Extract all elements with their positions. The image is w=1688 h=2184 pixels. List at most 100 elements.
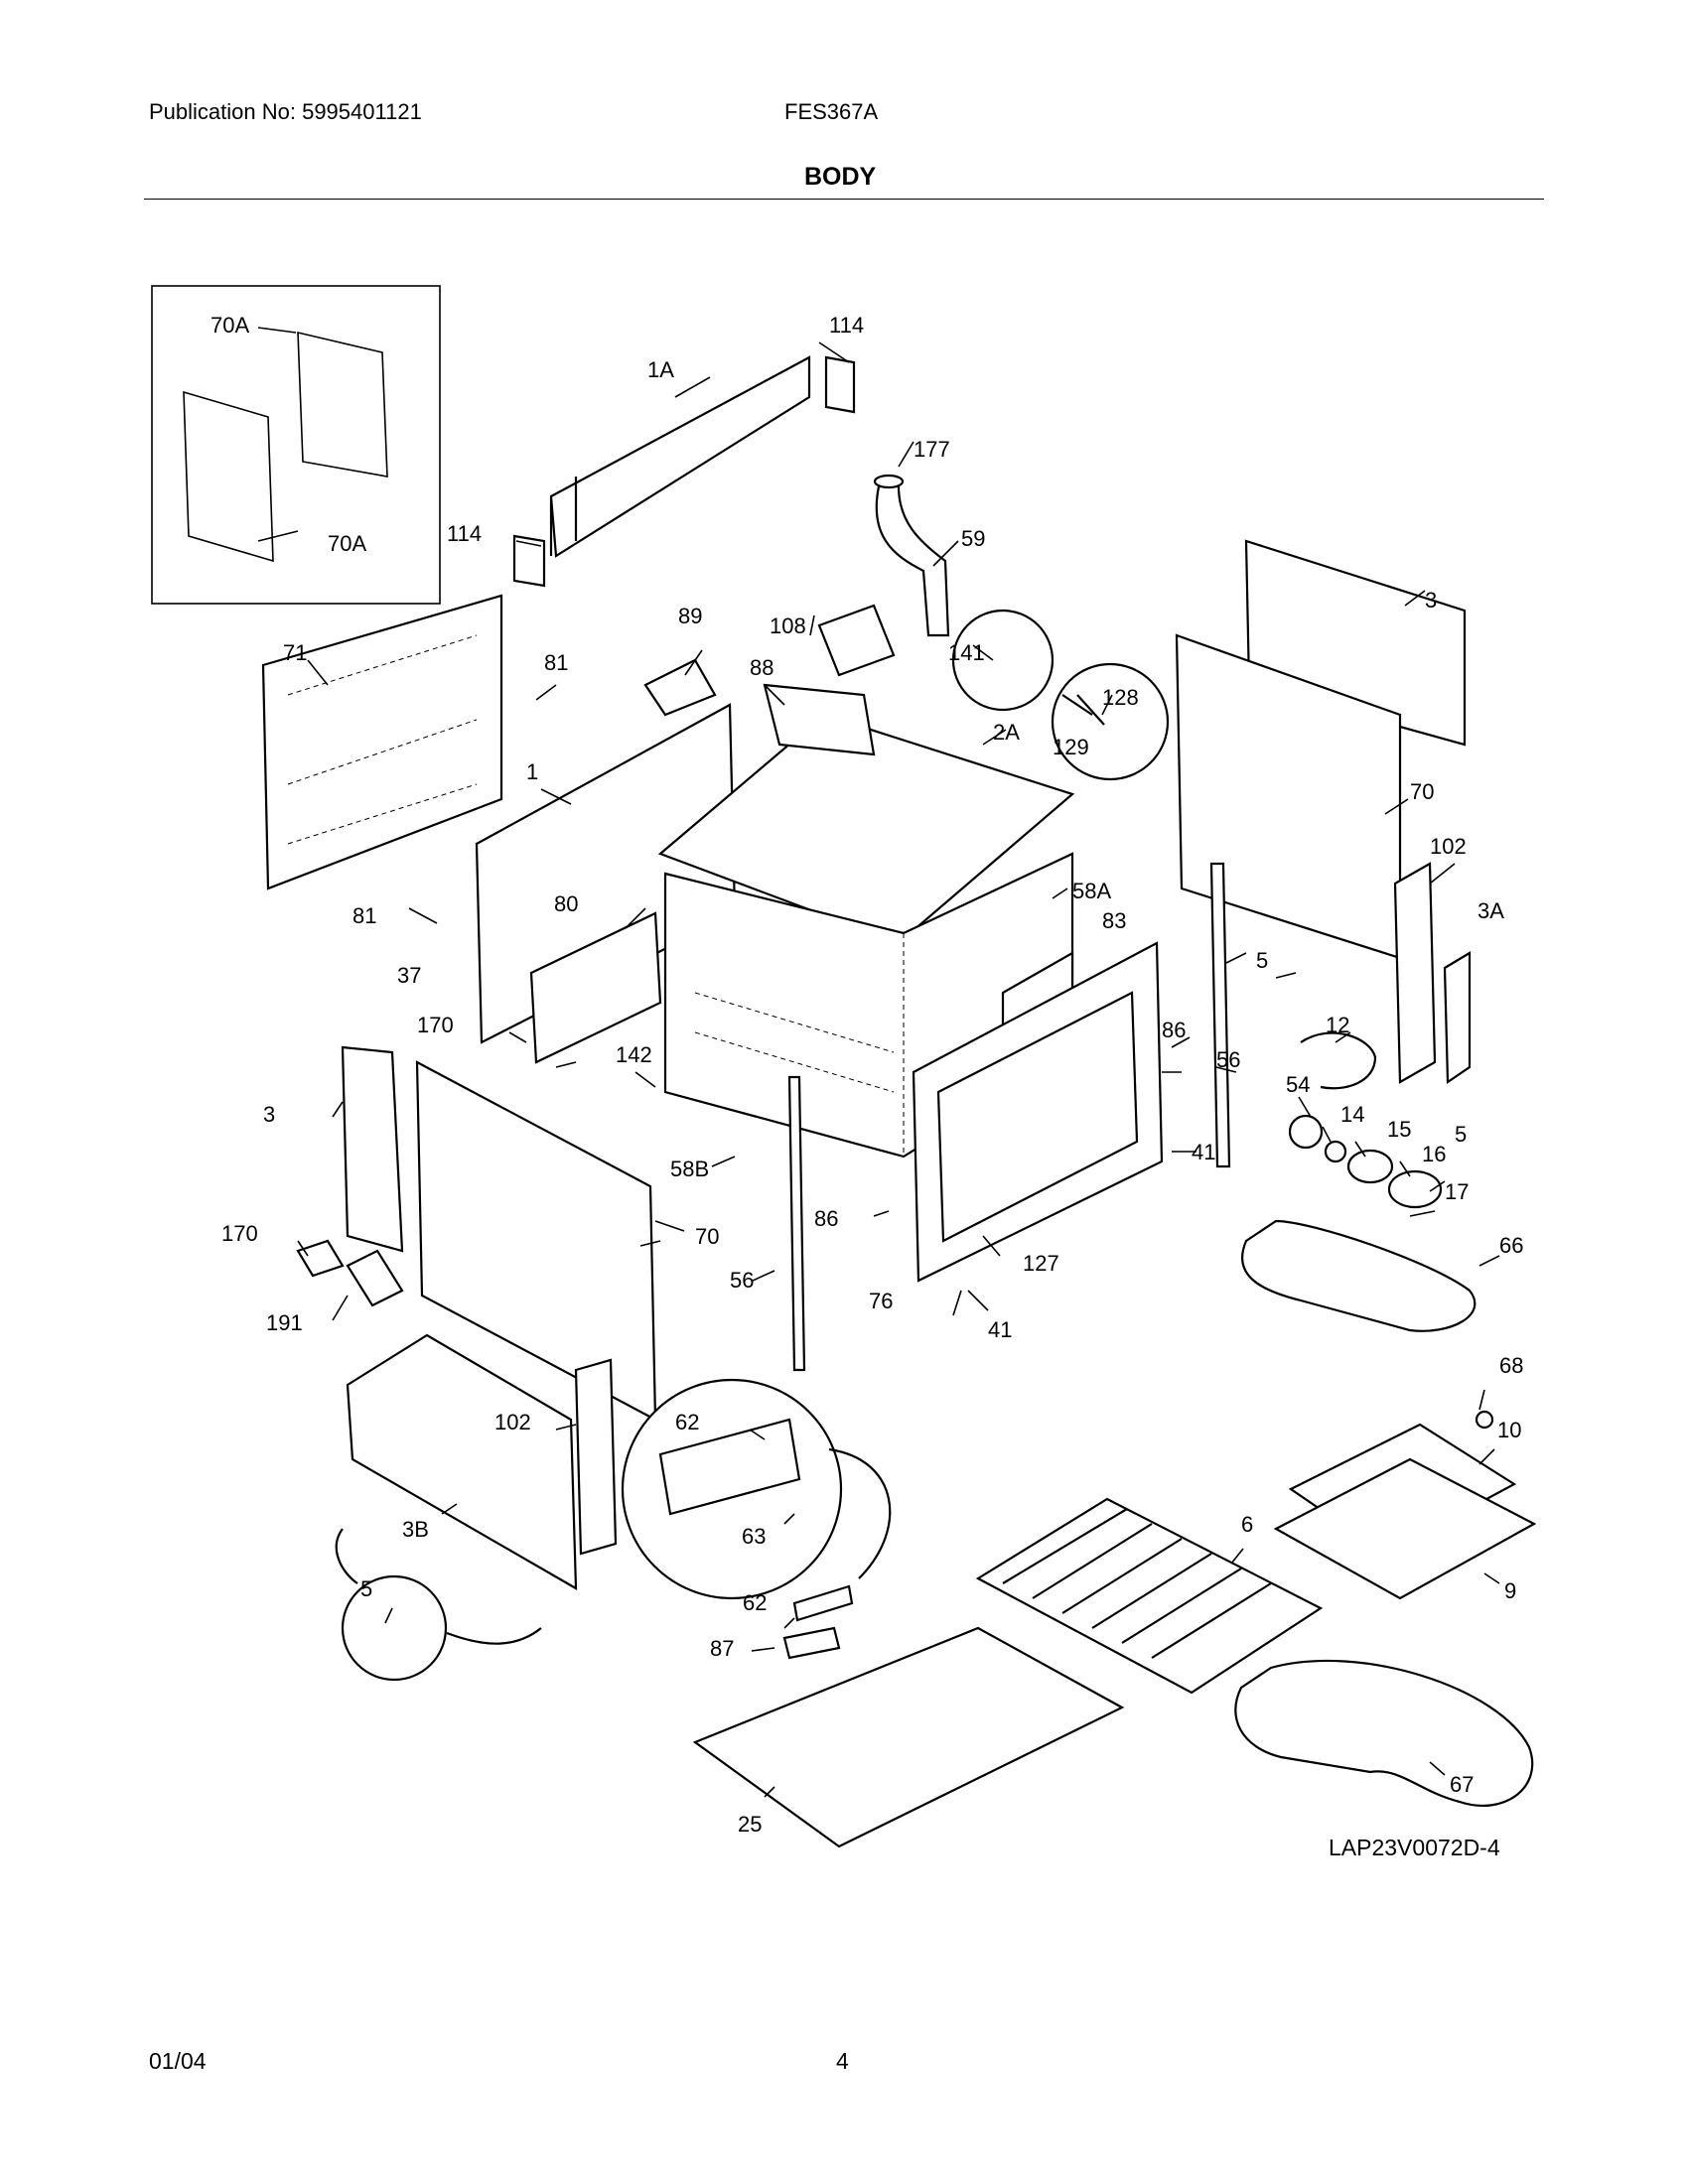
element-probe-nut bbox=[1475, 1410, 1494, 1430]
callout-label: 114 bbox=[829, 313, 864, 338]
callout-label: 2A bbox=[993, 720, 1020, 745]
callout-label: 102 bbox=[494, 1410, 531, 1434]
callout-label: 54 bbox=[1286, 1072, 1310, 1097]
light-bulb bbox=[1346, 1149, 1394, 1184]
callout-label: 1A bbox=[647, 357, 674, 382]
cooling-fan bbox=[817, 604, 896, 677]
bake-element bbox=[1234, 1659, 1534, 1808]
callout-label: 70 bbox=[695, 1224, 719, 1249]
callout-label: 16 bbox=[1422, 1142, 1446, 1166]
drawing-code: LAP23V0072D-4 bbox=[1329, 1835, 1500, 1860]
page-number: 4 bbox=[836, 2048, 849, 2074]
model-number: FES367A bbox=[784, 99, 879, 124]
callout-label: 129 bbox=[1053, 735, 1089, 759]
rear-trim bbox=[549, 355, 811, 558]
vent-tube bbox=[875, 484, 950, 637]
callout-label: 127 bbox=[1023, 1251, 1059, 1276]
trim-end-cap-upper bbox=[824, 355, 856, 414]
light-ring bbox=[1324, 1140, 1347, 1163]
callout-label: 68 bbox=[1499, 1353, 1523, 1378]
callout-label: 80 bbox=[554, 891, 578, 916]
callout-label: 86 bbox=[814, 1206, 838, 1231]
publication-number: Publication No: 5995401121 bbox=[149, 99, 422, 124]
callout-label: 70 bbox=[1410, 779, 1434, 804]
sensor-detail-circle bbox=[1051, 662, 1170, 781]
left-insulation-panel bbox=[261, 594, 503, 890]
callout-label: 62 bbox=[743, 1590, 767, 1615]
callout-label: 86 bbox=[1162, 1018, 1186, 1042]
top-insulation-piece bbox=[763, 683, 876, 756]
bracket-plate bbox=[782, 1626, 841, 1660]
lower-trim bbox=[529, 911, 662, 1064]
bracket-small bbox=[792, 1584, 854, 1622]
callout-label: 37 bbox=[397, 963, 421, 988]
vent-gasket bbox=[873, 474, 905, 489]
callout-label: 63 bbox=[742, 1524, 766, 1549]
callout-label: 5 bbox=[1256, 948, 1268, 973]
rear-bracket-small bbox=[1443, 951, 1472, 1085]
callout-label: 14 bbox=[1340, 1102, 1364, 1127]
leveler-detail-circle bbox=[341, 1574, 448, 1682]
rear-panel-left bbox=[341, 1045, 404, 1253]
callout-label: 108 bbox=[770, 614, 806, 638]
callout-label: 70A bbox=[328, 531, 366, 556]
callout-label: 3 bbox=[263, 1102, 275, 1127]
callout-label: 56 bbox=[1216, 1047, 1240, 1072]
callout-label: 58B bbox=[670, 1157, 709, 1181]
callout-label: 66 bbox=[1499, 1233, 1523, 1258]
callout-label: 81 bbox=[544, 650, 568, 675]
side-bracket-lower bbox=[574, 1358, 618, 1556]
callout-label: 71 bbox=[283, 640, 307, 665]
light-socket bbox=[1300, 1031, 1377, 1090]
inset-box bbox=[151, 285, 441, 605]
callout-label: 58A bbox=[1072, 879, 1111, 903]
callout-label: 89 bbox=[678, 604, 702, 628]
callout-label: 9 bbox=[1504, 1578, 1516, 1603]
callout-label: 141 bbox=[948, 640, 985, 665]
light-cover bbox=[1387, 1169, 1443, 1209]
callout-label: 12 bbox=[1326, 1013, 1349, 1037]
trim-end-cap-lower bbox=[512, 534, 546, 588]
footer-date: 01/04 bbox=[149, 2048, 207, 2074]
callout-label: 41 bbox=[1192, 1140, 1215, 1164]
callout-label: 15 bbox=[1387, 1117, 1411, 1142]
callout-label: 191 bbox=[266, 1310, 303, 1335]
callout-label: 70A bbox=[211, 313, 249, 338]
callout-label: 114 bbox=[447, 521, 482, 546]
callout-label: 3 bbox=[1425, 588, 1437, 613]
callout-label: 41 bbox=[988, 1317, 1012, 1342]
broil-element bbox=[1240, 1219, 1477, 1332]
callout-label: 5 bbox=[360, 1576, 372, 1601]
callout-label: 170 bbox=[221, 1221, 258, 1246]
callout-label: 25 bbox=[738, 1812, 762, 1837]
callout-label: 102 bbox=[1430, 834, 1467, 859]
insulation-strip-front bbox=[787, 1075, 806, 1372]
callout-label: 142 bbox=[616, 1042, 652, 1067]
callout-label: 6 bbox=[1241, 1512, 1253, 1537]
inset-panels bbox=[183, 331, 388, 563]
callout-label: 62 bbox=[675, 1410, 699, 1434]
bottom-panel bbox=[692, 1626, 1125, 1848]
callout-label: 88 bbox=[750, 655, 774, 680]
anti-tip-bracket bbox=[658, 1418, 801, 1516]
lower-rear-panel bbox=[346, 1333, 578, 1590]
front-frame-opening bbox=[936, 991, 1139, 1243]
callout-label: 76 bbox=[869, 1289, 893, 1313]
section-title: BODY bbox=[804, 163, 877, 191]
callout-label: 17 bbox=[1445, 1179, 1469, 1204]
callout-label: 87 bbox=[710, 1636, 734, 1661]
callout-label: 83 bbox=[1102, 908, 1126, 933]
callout-label: 10 bbox=[1497, 1418, 1521, 1442]
exploded-parts-diagram: 70A 70A 114 1A 114 177 59 71 81 89 108 1… bbox=[151, 285, 1537, 1848]
thermostat-detail-circle bbox=[951, 609, 1055, 712]
insulation-strip-rear bbox=[1209, 862, 1231, 1168]
leader-lines bbox=[257, 327, 1500, 1798]
light-lens bbox=[1288, 1114, 1324, 1150]
callout-label: 59 bbox=[961, 526, 985, 551]
callout-label: 3A bbox=[1477, 898, 1504, 923]
callout-label: 67 bbox=[1450, 1772, 1474, 1797]
corner-plate bbox=[346, 1249, 404, 1307]
callout-label: 1 bbox=[526, 759, 538, 784]
callout-label: 56 bbox=[730, 1268, 754, 1293]
callout-label: 177 bbox=[914, 437, 950, 462]
